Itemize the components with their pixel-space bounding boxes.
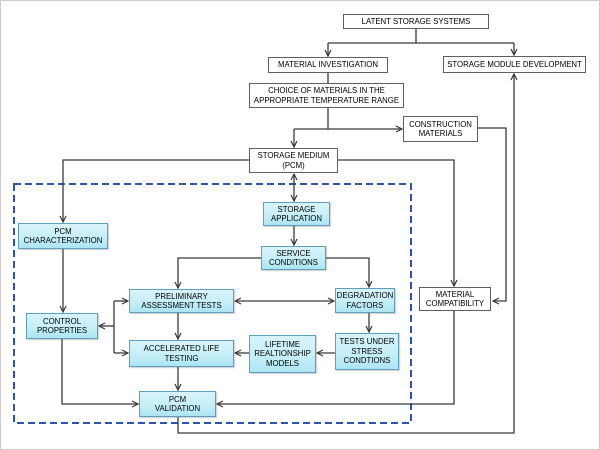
connector-material-compatibility-to-pcm-validation — [217, 311, 455, 404]
node-degradation-factors: DEGRADATION FACTORS — [335, 288, 395, 313]
node-lifetime-realtionship-models: LIFETIME REALTIONSHIP MODELS — [249, 335, 316, 373]
connector-construction-materials-to-material-compatibility — [478, 127, 507, 301]
testing-protocol-boundary — [13, 183, 412, 424]
node-control-properties: CONTROL PROPERTIES — [26, 313, 98, 339]
connector-storage-medium-pcm-to-material-compatibility — [338, 159, 454, 286]
node-storage-application: STORAGE APPLICATION — [263, 202, 330, 226]
connector-service-conditions-to-degradation-factors — [326, 257, 369, 287]
node-latent-storage-systems: LATENT STORAGE SYSTEMS — [343, 14, 489, 29]
node-pcm-characterization: PCM CHARACTERIZATION — [18, 223, 108, 249]
connector-pcm-validation-to-storage-module-development — [177, 74, 514, 434]
node-storage-medium-pcm: STORAGE MEDIUM (PCM) — [249, 148, 338, 173]
node-tests-under-stress-condtions: TESTS UNDER STRESS CONDTIONS — [335, 333, 399, 370]
node-material-compatibility: MATERIAL COMPATIBILITY — [419, 287, 491, 311]
node-storage-module-development: STORAGE MODULE DEVELOPMENT — [443, 56, 586, 73]
node-pcm-validation: PCM VALIDATION — [139, 391, 216, 417]
connector-storage-medium-pcm-to-pcm-characterization — [63, 159, 249, 222]
node-accelerated-life-testing: ACCELERATED LIFE TESTING — [129, 340, 234, 367]
node-choice-of-materials: CHOICE OF MATERIALS IN THE APPROPRIATE T… — [249, 83, 404, 108]
node-material-investigation: MATERIAL INVESTIGATION — [268, 57, 388, 73]
node-preliminary-assessment-tests: PRELIMINARY ASSESSMENT TESTS — [129, 289, 234, 313]
node-construction-materials: CONSTRUCTION MATERIALS — [403, 116, 478, 142]
node-service-conditions: SERVICE CONDITIONS — [261, 246, 326, 270]
connector-control-properties-to-pcm-validation — [61, 339, 138, 404]
connector-service-conditions-to-preliminary-assessment-tests — [178, 257, 261, 288]
